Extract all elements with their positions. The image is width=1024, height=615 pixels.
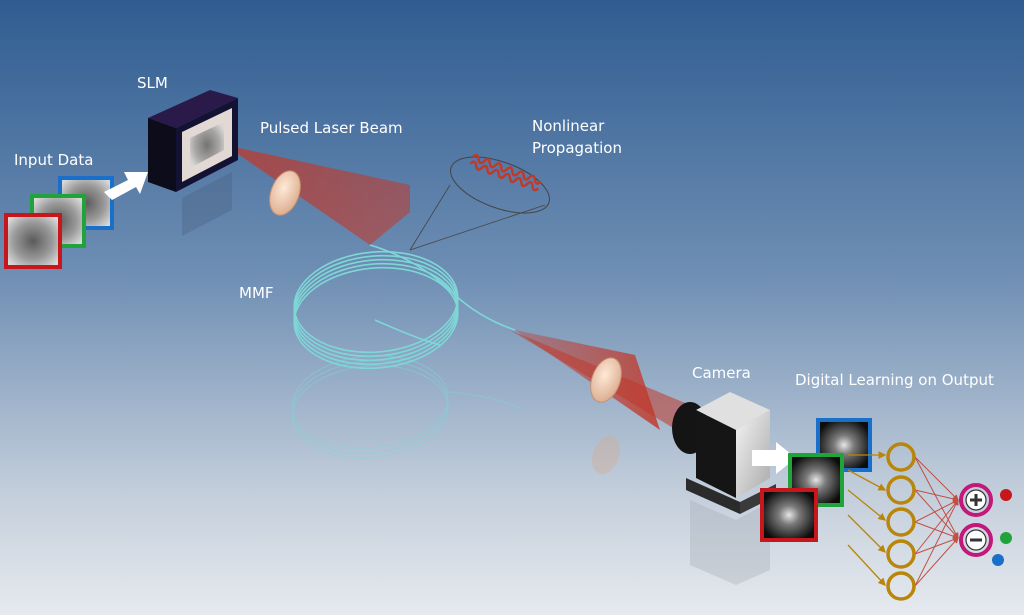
class-marker-green <box>1000 532 1012 544</box>
input-to-slm-arrow <box>104 172 148 200</box>
mmf-fiber-reflection <box>291 355 521 459</box>
input-connections <box>847 451 887 586</box>
camera-device <box>672 392 776 585</box>
hidden-neuron <box>886 539 916 569</box>
output-speckle-stack <box>760 418 872 542</box>
mmf-fiber-coil <box>293 244 516 370</box>
camera-reflection <box>690 500 770 585</box>
nonlinear-label: Nonlinear <box>532 117 605 135</box>
lens-output-reflection <box>591 435 621 475</box>
output-neuron-negative <box>959 523 993 557</box>
hidden-neuron <box>886 442 916 472</box>
propagation-label: Propagation <box>532 139 622 157</box>
lens-output <box>590 357 622 403</box>
slm-reflection <box>182 172 232 236</box>
input-data-stack <box>4 176 114 269</box>
class-marker-red <box>1000 489 1012 501</box>
output-frame-red <box>760 488 818 542</box>
digital-learning-label: Digital Learning on Output <box>795 371 994 389</box>
hidden-neuron <box>886 507 916 537</box>
hidden-neuron <box>886 571 916 601</box>
camera-to-output-arrow <box>752 442 796 474</box>
laser-beam-to-camera <box>515 330 660 430</box>
mmf-label: MMF <box>239 284 274 302</box>
camera-label: Camera <box>692 364 751 382</box>
hidden-output-connections <box>914 456 959 587</box>
input-frame-red <box>4 213 62 269</box>
nonlinear-propagation-inset <box>409 153 550 251</box>
slm-label: SLM <box>137 74 168 92</box>
lens-input <box>269 170 301 216</box>
class-marker-blue <box>992 554 1004 566</box>
pulsed-laser-beam-label: Pulsed Laser Beam <box>260 119 403 137</box>
slm-device <box>148 90 238 236</box>
output-neuron-positive <box>959 483 993 517</box>
input-data-label: Input Data <box>14 151 94 169</box>
hidden-neuron <box>886 475 916 505</box>
digital-learning-network <box>847 442 1012 601</box>
laser-beam-to-fiber <box>225 145 410 245</box>
